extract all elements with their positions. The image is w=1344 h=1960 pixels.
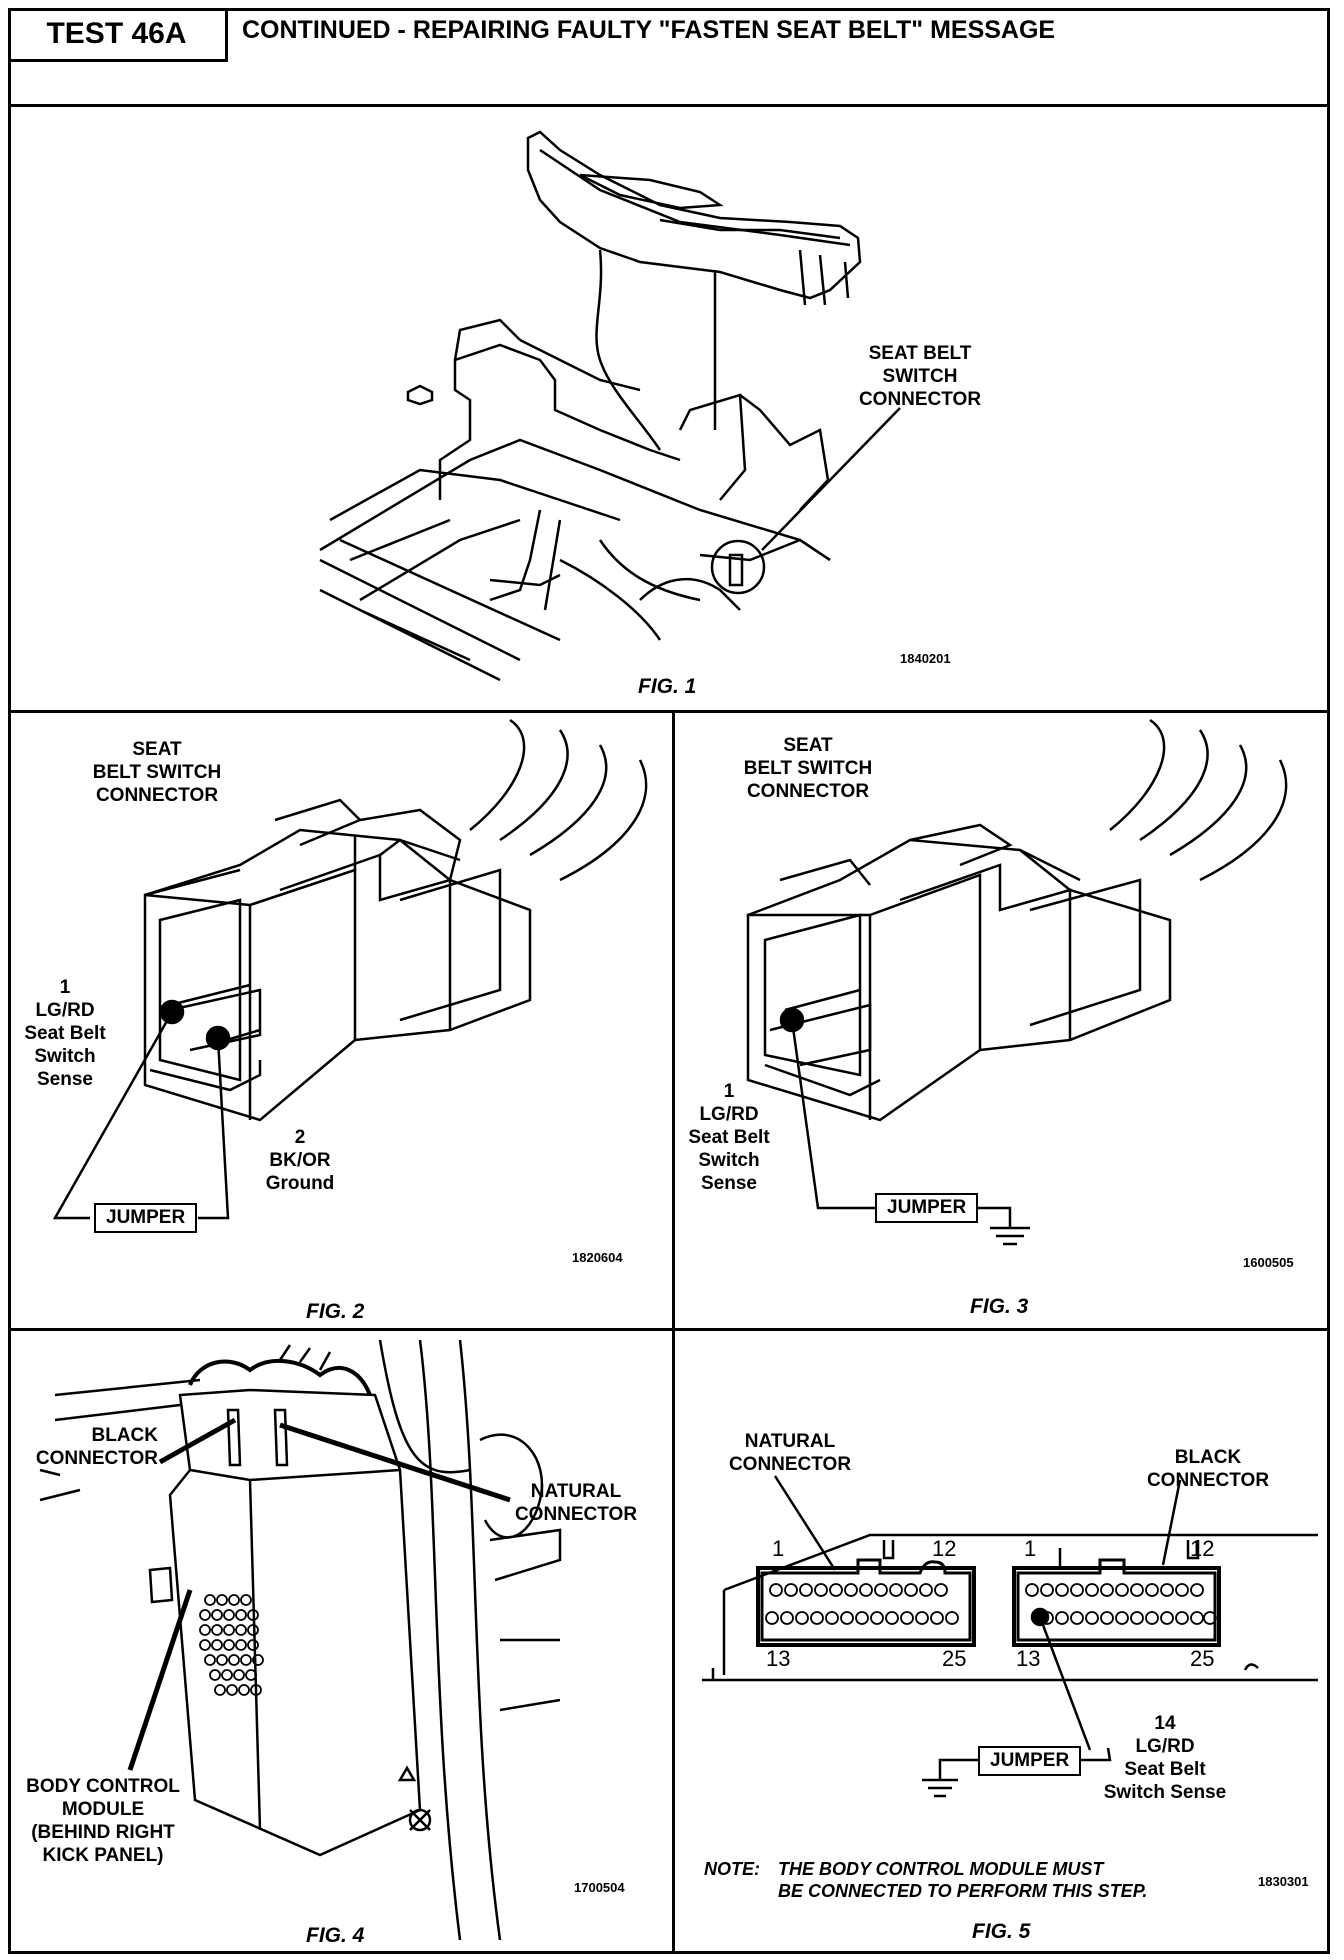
fig5-natural-connector-line-1: NATURAL [744, 1431, 836, 1452]
row-divider-1 [8, 710, 1330, 713]
fig5-natural-pin-1: 1 [772, 1536, 785, 1561]
fig2-pin2-color: BK/OR [269, 1150, 331, 1171]
fig2-code: 1820604 [572, 1250, 623, 1265]
fig5-note-label: NOTE: [704, 1859, 760, 1879]
fig1-caption: FIG. 1 [638, 675, 697, 698]
fig4-bcm-line-4: KICK PANEL) [42, 1845, 164, 1866]
fig4-bcm-label: BODY CONTROL MODULE (BEHIND RIGHT KICK P… [18, 1775, 188, 1867]
fig5-code: 1830301 [1258, 1874, 1309, 1889]
fig3-caption: FIG. 3 [970, 1295, 1029, 1318]
fig2-pin1-number: 1 [59, 977, 71, 998]
fig2-pin1-desc-2: Switch [34, 1046, 96, 1067]
fig2-pin2-number: 2 [294, 1127, 306, 1148]
fig3-pin1-label: 1 LG/RD Seat Belt Switch Sense [684, 1080, 774, 1195]
fig1-label-line-2: SWITCH [882, 366, 958, 387]
fig4-code: 1700504 [574, 1880, 625, 1895]
fig5-note-line-2: BE CONNECTED TO PERFORM THIS STEP. [778, 1881, 1148, 1901]
column-divider [672, 710, 675, 1954]
fig2-title-line-3: CONNECTOR [95, 785, 219, 806]
fig3-title-line-3: CONNECTOR [746, 781, 870, 802]
fig4-black-connector-line-2: CONNECTOR [35, 1448, 158, 1469]
fig3-pin1-number: 1 [723, 1081, 735, 1102]
fig2-title-line-2: BELT SWITCH [92, 762, 222, 783]
fig5-natural-pin-25: 25 [942, 1646, 967, 1671]
fig2-pin1-desc-3: Sense [37, 1069, 93, 1090]
fig5-black-pin-13: 13 [1016, 1646, 1041, 1671]
fig3-title-line-2: BELT SWITCH [743, 758, 873, 779]
fig3-pin1-desc-1: Seat Belt [688, 1127, 770, 1148]
fig5-natural-connector-line-2: CONNECTOR [728, 1454, 852, 1475]
fig5-black-connector-line-1: BLACK [1174, 1447, 1242, 1468]
page-frame [8, 8, 1330, 1954]
fig5-jumper: JUMPER [978, 1746, 1082, 1776]
fig4-bcm-line-1: BODY CONTROL [26, 1776, 180, 1797]
fig2-title-line-1: SEAT [132, 739, 182, 760]
fig5-natural-connector-label: NATURAL CONNECTOR [720, 1430, 860, 1476]
fig1-label-line-1: SEAT BELT [868, 343, 972, 364]
fig3-title-line-1: SEAT [783, 735, 833, 756]
fig5-natural-pin-12: 12 [932, 1536, 957, 1561]
fig1-seat-belt-switch-connector-label: SEAT BELT SWITCH CONNECTOR [830, 342, 1010, 411]
fig5-pin14-color: LG/RD [1135, 1736, 1195, 1757]
fig2-pin2-desc: Ground [265, 1173, 335, 1194]
fig4-bcm-line-3: (BEHIND RIGHT [31, 1822, 175, 1843]
fig3-title: SEAT BELT SWITCH CONNECTOR [733, 734, 883, 803]
test-number: TEST 46A [8, 8, 228, 62]
fig5-black-connector-label: BLACK CONNECTOR [1138, 1446, 1278, 1492]
fig5-note: THE BODY CONTROL MODULE MUST BE CONNECTE… [778, 1858, 1147, 1902]
fig3-code: 1600505 [1243, 1255, 1294, 1270]
fig2-caption: FIG. 2 [306, 1300, 365, 1323]
fig5-pin14-label: 14 LG/RD Seat Belt Switch Sense [1090, 1712, 1240, 1804]
fig5-black-pin-25: 25 [1190, 1646, 1215, 1671]
fig5-black-pin-1: 1 [1024, 1536, 1037, 1561]
fig2-pin1-desc-1: Seat Belt [24, 1023, 106, 1044]
fig4-black-connector-line-1: BLACK [91, 1425, 159, 1446]
fig3-pin1-desc-2: Switch [698, 1150, 760, 1171]
fig4-caption: FIG. 4 [306, 1924, 365, 1947]
fig4-bcm-line-2: MODULE [61, 1799, 145, 1820]
fig2-jumper: JUMPER [94, 1203, 198, 1233]
fig5-pin14-number: 14 [1154, 1713, 1176, 1734]
fig2-pin1-label: 1 LG/RD Seat Belt Switch Sense [20, 976, 110, 1091]
fig4-natural-connector-line-1: NATURAL [530, 1481, 622, 1502]
fig5-pin14-desc-1: Seat Belt [1124, 1759, 1206, 1780]
fig4-natural-connector-line-2: CONNECTOR [514, 1504, 638, 1525]
fig2-pin2-label: 2 BK/OR Ground [254, 1126, 346, 1195]
header-divider [8, 104, 1330, 107]
fig4-black-connector-label: BLACK CONNECTOR [18, 1424, 158, 1470]
fig5-pin14-desc-2: Switch Sense [1103, 1782, 1227, 1803]
fig5-black-connector-line-2: CONNECTOR [1146, 1470, 1270, 1491]
fig1-code: 1840201 [900, 651, 951, 666]
fig1-label-line-3: CONNECTOR [858, 389, 982, 410]
fig3-pin1-color: LG/RD [699, 1104, 759, 1125]
fig5-caption: FIG. 5 [972, 1920, 1031, 1943]
fig4-natural-connector-label: NATURAL CONNECTOR [506, 1480, 646, 1526]
fig5-black-pin-12: 12 [1190, 1536, 1215, 1561]
row-divider-2 [8, 1328, 1330, 1331]
fig2-title: SEAT BELT SWITCH CONNECTOR [82, 738, 232, 807]
fig2-pin1-color: LG/RD [35, 1000, 95, 1021]
fig3-jumper: JUMPER [875, 1193, 979, 1223]
fig5-note-line-1: THE BODY CONTROL MODULE MUST [778, 1859, 1104, 1879]
fig5-natural-pin-13: 13 [766, 1646, 791, 1671]
fig3-pin1-desc-3: Sense [701, 1173, 757, 1194]
page-title: CONTINUED - REPAIRING FAULTY "FASTEN SEA… [242, 16, 1056, 44]
